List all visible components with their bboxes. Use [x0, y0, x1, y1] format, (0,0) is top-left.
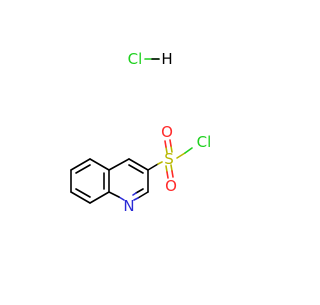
c-s-bond	[157, 161, 163, 165]
double-bond-inner	[135, 188, 144, 194]
s-o-double-bond	[169, 139, 172, 147]
bond	[70, 158, 91, 171]
s-o-double-bond	[171, 170, 174, 178]
s-cl-bond	[176, 152, 186, 159]
hcl-chlorine-label: Cl	[128, 50, 143, 68]
hcl-hydrogen-label: H	[161, 50, 172, 68]
structure-diagram: Cl H	[70, 50, 212, 215]
bond	[108, 191, 120, 198]
s-o-double-bond	[170, 145, 173, 153]
bond	[89, 191, 110, 204]
bond	[128, 158, 149, 171]
bond	[108, 158, 130, 171]
double-bond-inner	[75, 164, 91, 174]
molecule-canvas: Cl H	[70, 50, 212, 215]
bond	[137, 191, 149, 199]
bond	[70, 191, 91, 204]
s-o-double-bond	[164, 140, 167, 148]
s-o-double-bond	[165, 146, 168, 154]
pyridine-ring	[108, 158, 149, 201]
double-bond-inner	[128, 164, 144, 174]
oxygen-bottom-label: O	[165, 177, 177, 195]
sulfonyl-chloride-group	[147, 139, 193, 179]
bond	[118, 196, 125, 201]
nitrogen-label: N	[123, 197, 134, 215]
s-cl-bond	[184, 147, 193, 154]
bond	[133, 197, 139, 201]
bond	[89, 158, 110, 171]
benzene-ring	[70, 158, 110, 204]
c-s-bond	[147, 163, 159, 171]
sulfur-label: S	[164, 150, 174, 168]
double-bond-inner	[132, 192, 137, 196]
s-o-double-bond	[165, 165, 168, 173]
s-o-double-bond	[166, 171, 169, 179]
chlorine-label: Cl	[197, 133, 212, 151]
oxygen-top-label: O	[161, 123, 173, 141]
double-bond-inner	[75, 188, 91, 198]
s-o-double-bond	[170, 164, 173, 172]
